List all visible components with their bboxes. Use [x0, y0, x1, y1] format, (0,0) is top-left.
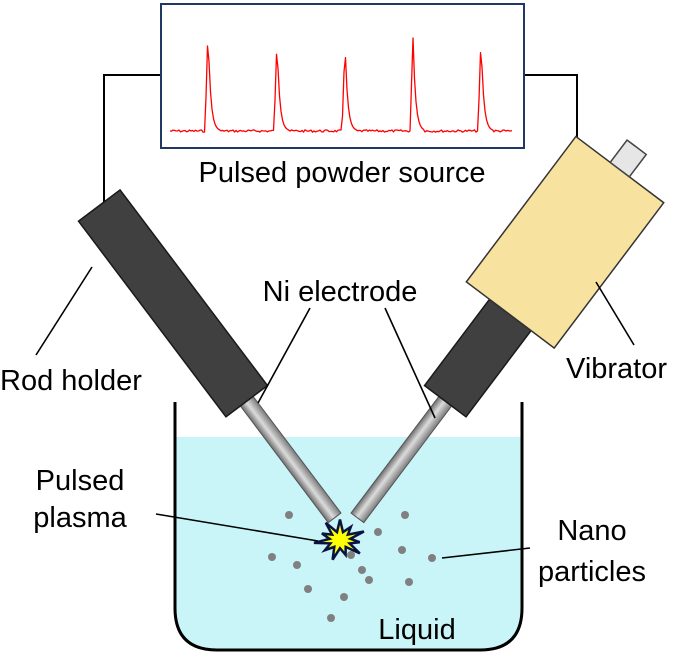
vibrator-knob [609, 138, 648, 178]
electrode-leader-left [257, 307, 311, 404]
vibrator-leader [595, 281, 635, 346]
pulse-waveform [169, 37, 513, 133]
particle [340, 593, 348, 601]
particle [268, 553, 276, 561]
particle [374, 528, 382, 536]
plasma-label-line2: plasma [33, 502, 127, 534]
particle [304, 585, 312, 593]
particle [405, 578, 413, 586]
particle [428, 554, 436, 562]
nano-label-line2: particles [538, 556, 646, 588]
beaker [173, 402, 524, 652]
particle [327, 614, 335, 622]
source-box [160, 3, 525, 149]
spark-burst-icon [313, 519, 365, 561]
particle [293, 561, 301, 569]
nano-particles-leader [441, 547, 531, 559]
leader-lines [35, 266, 635, 559]
particle [347, 551, 355, 559]
liquid-label: Liquid [378, 614, 455, 646]
nano-label-line1: Nano [557, 515, 626, 547]
right-electrode-assembly [350, 135, 665, 524]
rod-holder-leader [35, 266, 93, 356]
source-label: Pulsed powder source [199, 157, 486, 189]
left-electrode-assembly [77, 188, 342, 524]
electrode-leader-right [384, 307, 436, 419]
nano-particles [268, 511, 436, 622]
particle [398, 546, 406, 554]
plasma-leader [155, 513, 319, 542]
plasma-label-line1: Pulsed [36, 465, 125, 497]
electrode-label: Ni electrode [263, 276, 418, 308]
vibrator-label: Vibrator [566, 353, 667, 385]
particle [401, 511, 409, 519]
particle [358, 566, 366, 574]
left-wire [103, 74, 161, 217]
rod-holder [77, 188, 269, 418]
particle [365, 576, 373, 584]
rod-holder-label: Rod holder [0, 365, 142, 397]
particle [285, 511, 293, 519]
